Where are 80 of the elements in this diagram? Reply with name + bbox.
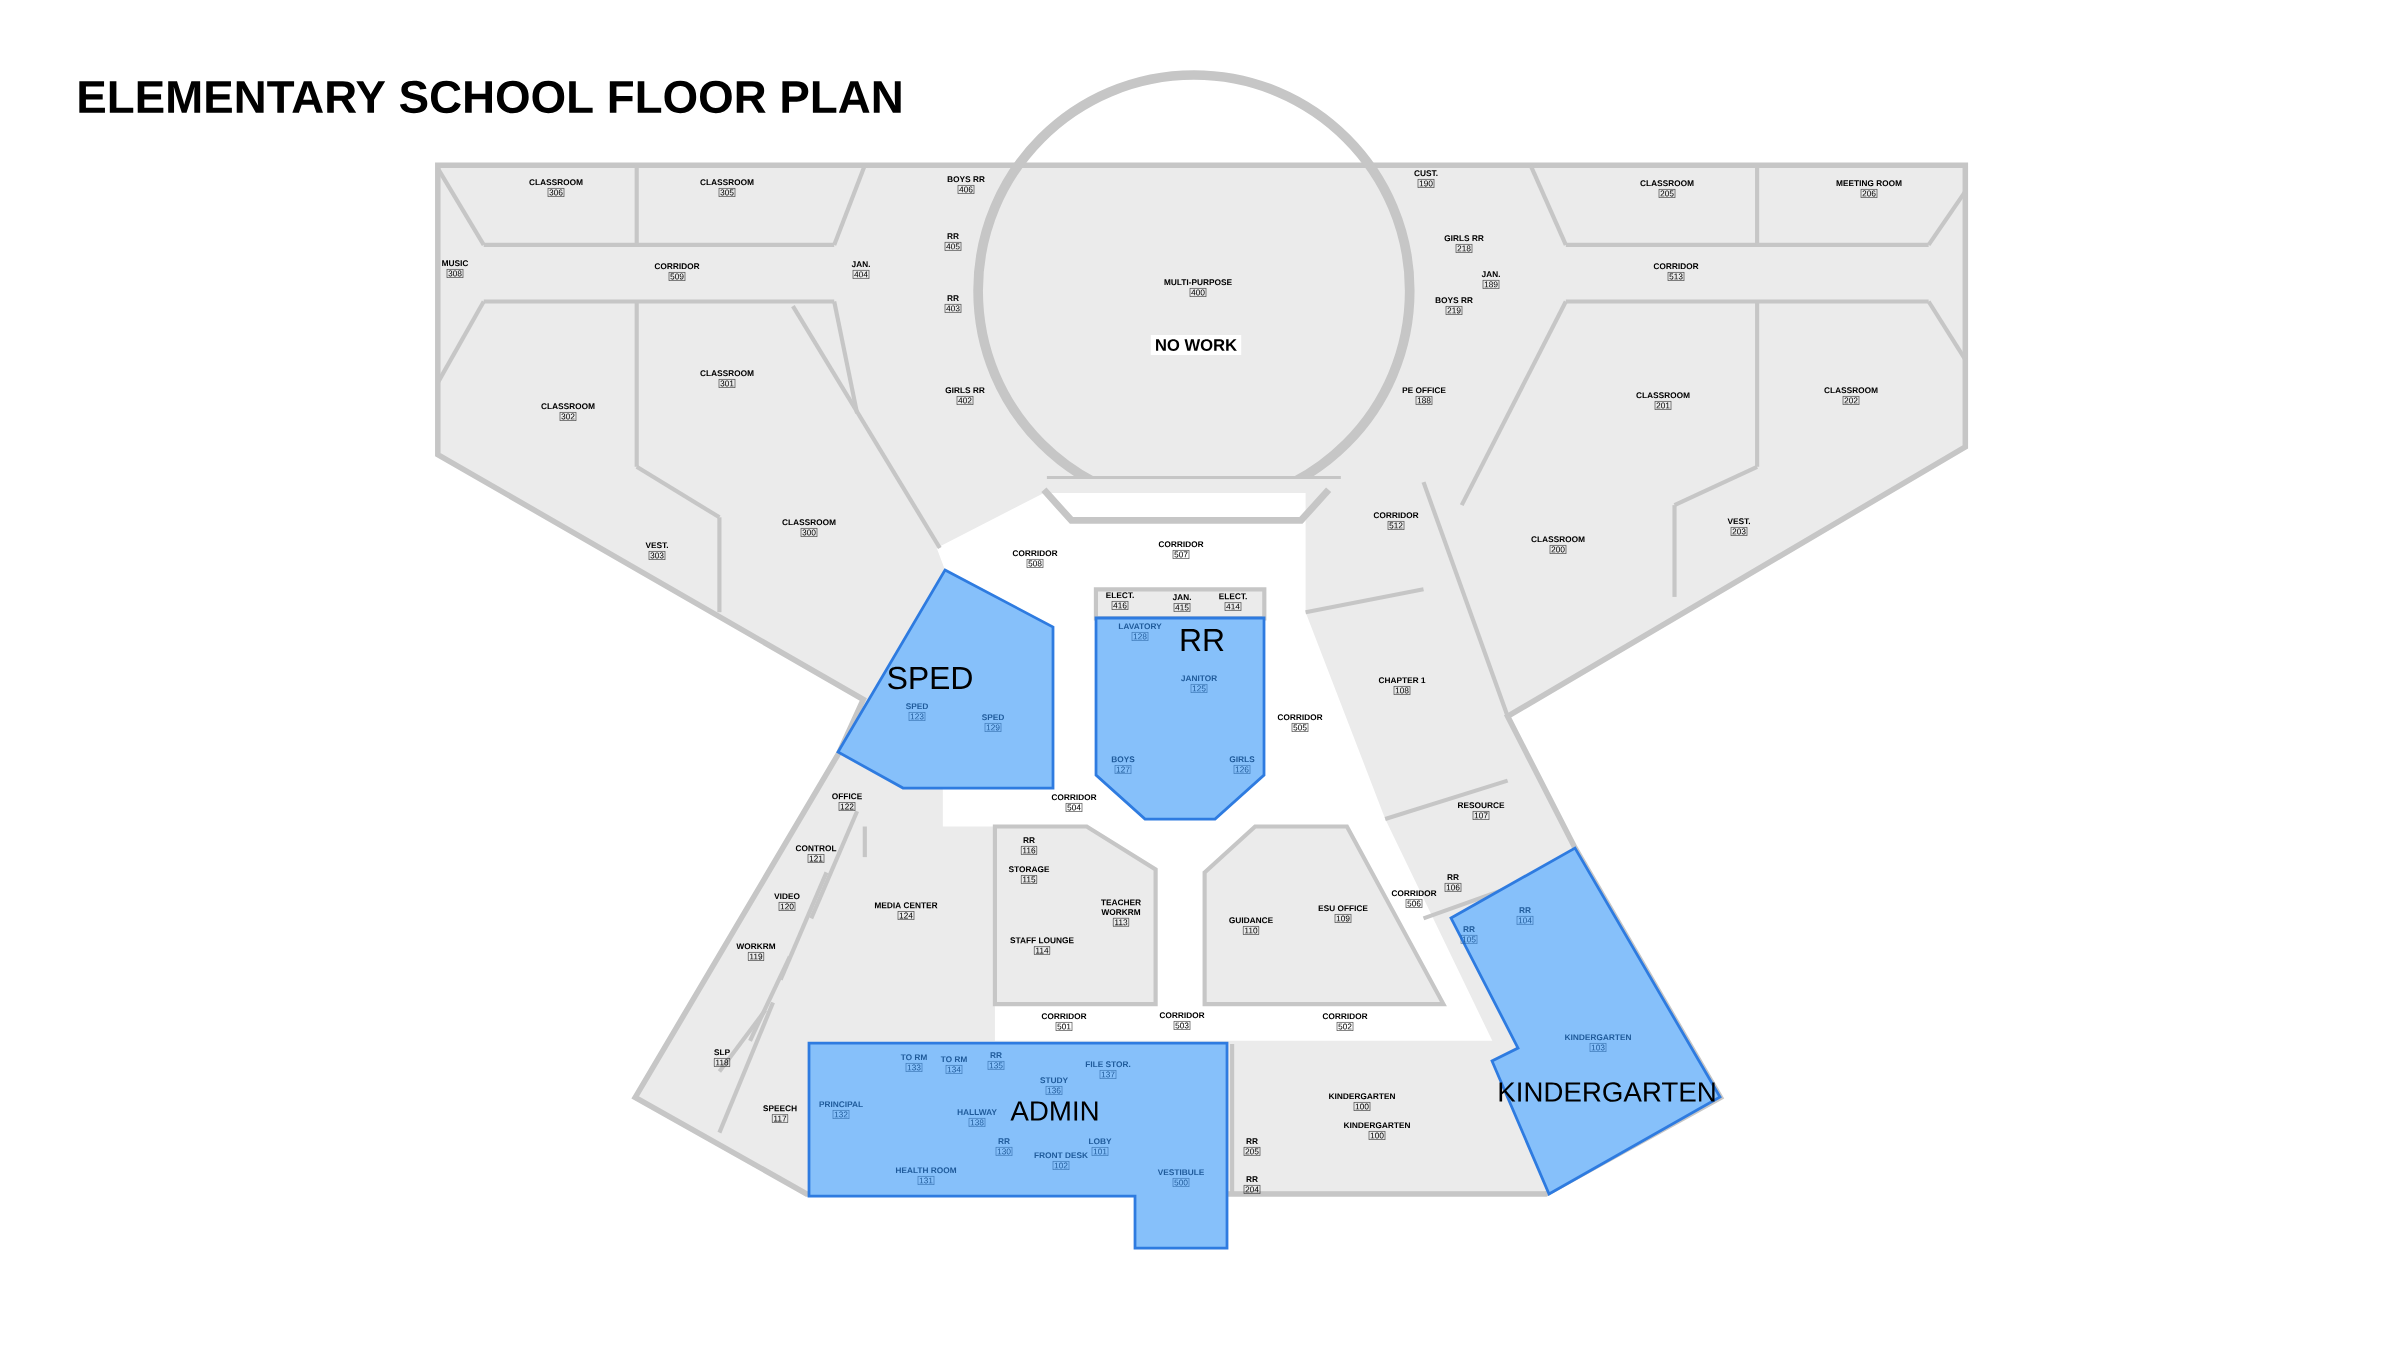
room-label: SPED 123 bbox=[905, 703, 928, 721]
room-label: ESU OFFICE 109 bbox=[1318, 905, 1368, 923]
room-label: CLASSROOM 205 bbox=[1640, 180, 1694, 198]
room-label: GIRLS 126 bbox=[1229, 756, 1255, 774]
room-label: KINDERGARTEN 100 bbox=[1329, 1093, 1395, 1111]
room-label: OFFICE 122 bbox=[832, 793, 862, 811]
room-label: HALLWAY 138 bbox=[957, 1109, 997, 1127]
room-label: CORRIDOR 513 bbox=[1653, 263, 1699, 281]
room-label: CLASSROOM 201 bbox=[1636, 392, 1690, 410]
room-label: SLP 118 bbox=[713, 1049, 731, 1067]
room-label: RR 105 bbox=[1460, 926, 1478, 944]
room-label: RR 106 bbox=[1444, 874, 1462, 892]
room-label: RESOURCE 107 bbox=[1458, 802, 1505, 820]
room-label: FRONT DESK 102 bbox=[1034, 1152, 1088, 1170]
room-label: VESTIBULE 500 bbox=[1157, 1169, 1204, 1187]
room-label: CORRIDOR 504 bbox=[1051, 794, 1097, 812]
room-label: CORRIDOR 512 bbox=[1373, 512, 1419, 530]
room-label: VEST. 303 bbox=[645, 542, 668, 560]
room-label: JAN. 189 bbox=[1481, 271, 1500, 289]
room-label: GUIDANCE 110 bbox=[1229, 917, 1273, 935]
room-label: MULTI-PURPOSE 400 bbox=[1164, 279, 1232, 297]
room-label: CLASSROOM 306 bbox=[529, 179, 583, 197]
room-label: CORRIDOR 509 bbox=[654, 263, 700, 281]
room-label: STAFF LOUNGE 114 bbox=[1010, 937, 1074, 955]
room-label: TO RM 134 bbox=[940, 1056, 967, 1074]
title: ELEMENTARY SCHOOL FLOOR PLAN bbox=[79, 80, 901, 114]
room-label: CLASSROOM 202 bbox=[1824, 387, 1878, 405]
room-label: KINDERGARTEN 103 bbox=[1565, 1034, 1631, 1052]
room-label: BOYS 127 bbox=[1111, 756, 1135, 774]
room-label: CLASSROOM 305 bbox=[700, 179, 754, 197]
room-label: PE OFFICE 188 bbox=[1402, 387, 1446, 405]
room-label: RR 205 bbox=[1243, 1138, 1261, 1156]
room-label: CLASSROOM 301 bbox=[700, 370, 754, 388]
room-label: SPED 129 bbox=[981, 714, 1004, 732]
room-label: KINDERGARTEN 100 bbox=[1344, 1122, 1410, 1140]
room-label: GIRLS RR 402 bbox=[945, 387, 985, 405]
room-label: MEDIA CENTER 124 bbox=[874, 902, 938, 920]
room-label: CORRIDOR 502 bbox=[1322, 1013, 1368, 1031]
room-label: CORRIDOR 508 bbox=[1012, 550, 1058, 568]
room-label: CLASSROOM 200 bbox=[1531, 536, 1585, 554]
room-label: VEST. 203 bbox=[1727, 518, 1750, 536]
room-label: JANITOR 125 bbox=[1181, 675, 1217, 693]
room-label: CORRIDOR 501 bbox=[1041, 1013, 1087, 1031]
room-label: STUDY 136 bbox=[1040, 1077, 1068, 1095]
room-label: WORKRM 119 bbox=[736, 943, 776, 961]
room-label: RR 104 bbox=[1516, 907, 1534, 925]
room-label: LOBY 101 bbox=[1089, 1138, 1112, 1156]
room-label: PRINCIPAL 132 bbox=[819, 1101, 863, 1119]
room-label: LAVATORY 128 bbox=[1118, 623, 1162, 641]
room-label: CORRIDOR 505 bbox=[1277, 714, 1323, 732]
room-label: TEACHER WORKRM 113 bbox=[1101, 899, 1141, 927]
room-label: CORRIDOR 503 bbox=[1159, 1012, 1205, 1030]
room-label: STORAGE 115 bbox=[1008, 866, 1050, 884]
room-label: RR 403 bbox=[944, 295, 962, 313]
room-label: RR 116 bbox=[1020, 837, 1038, 855]
room-label: RR 130 bbox=[995, 1138, 1013, 1156]
room-label: SPEECH 117 bbox=[763, 1105, 797, 1123]
room-label: RR 405 bbox=[944, 233, 962, 251]
room-label: CORRIDOR 507 bbox=[1158, 541, 1204, 559]
room-label: CUST. 190 bbox=[1414, 170, 1438, 188]
room-label: JAN. 404 bbox=[851, 261, 870, 279]
room-label: BOYS RR 406 bbox=[947, 176, 985, 194]
room-label: ELECT. 414 bbox=[1219, 593, 1247, 611]
room-label: BOYS RR 219 bbox=[1435, 297, 1473, 315]
room-label: MEETING ROOM 206 bbox=[1836, 180, 1902, 198]
room-label: CHAPTER 1 108 bbox=[1378, 677, 1426, 695]
room-label: JAN. 415 bbox=[1172, 594, 1191, 612]
room-label: FILE STOR. 137 bbox=[1085, 1061, 1131, 1079]
room-label: RR 135 bbox=[987, 1052, 1005, 1070]
room-label: ELECT. 416 bbox=[1106, 592, 1134, 610]
room-label: CONTROL 121 bbox=[795, 845, 837, 863]
room-label: HEALTH ROOM 131 bbox=[895, 1167, 957, 1185]
room-label: CLASSROOM 302 bbox=[541, 403, 595, 421]
room-label: RR 204 bbox=[1243, 1176, 1261, 1194]
room-label: MUSIC 308 bbox=[442, 260, 469, 278]
room-label: CLASSROOM 300 bbox=[782, 519, 836, 537]
room-label: GIRLS RR 218 bbox=[1444, 235, 1484, 253]
room-label: CORRIDOR 506 bbox=[1391, 890, 1437, 908]
room-label: TO RM 133 bbox=[900, 1054, 927, 1072]
room-label: VIDEO 120 bbox=[774, 893, 800, 911]
